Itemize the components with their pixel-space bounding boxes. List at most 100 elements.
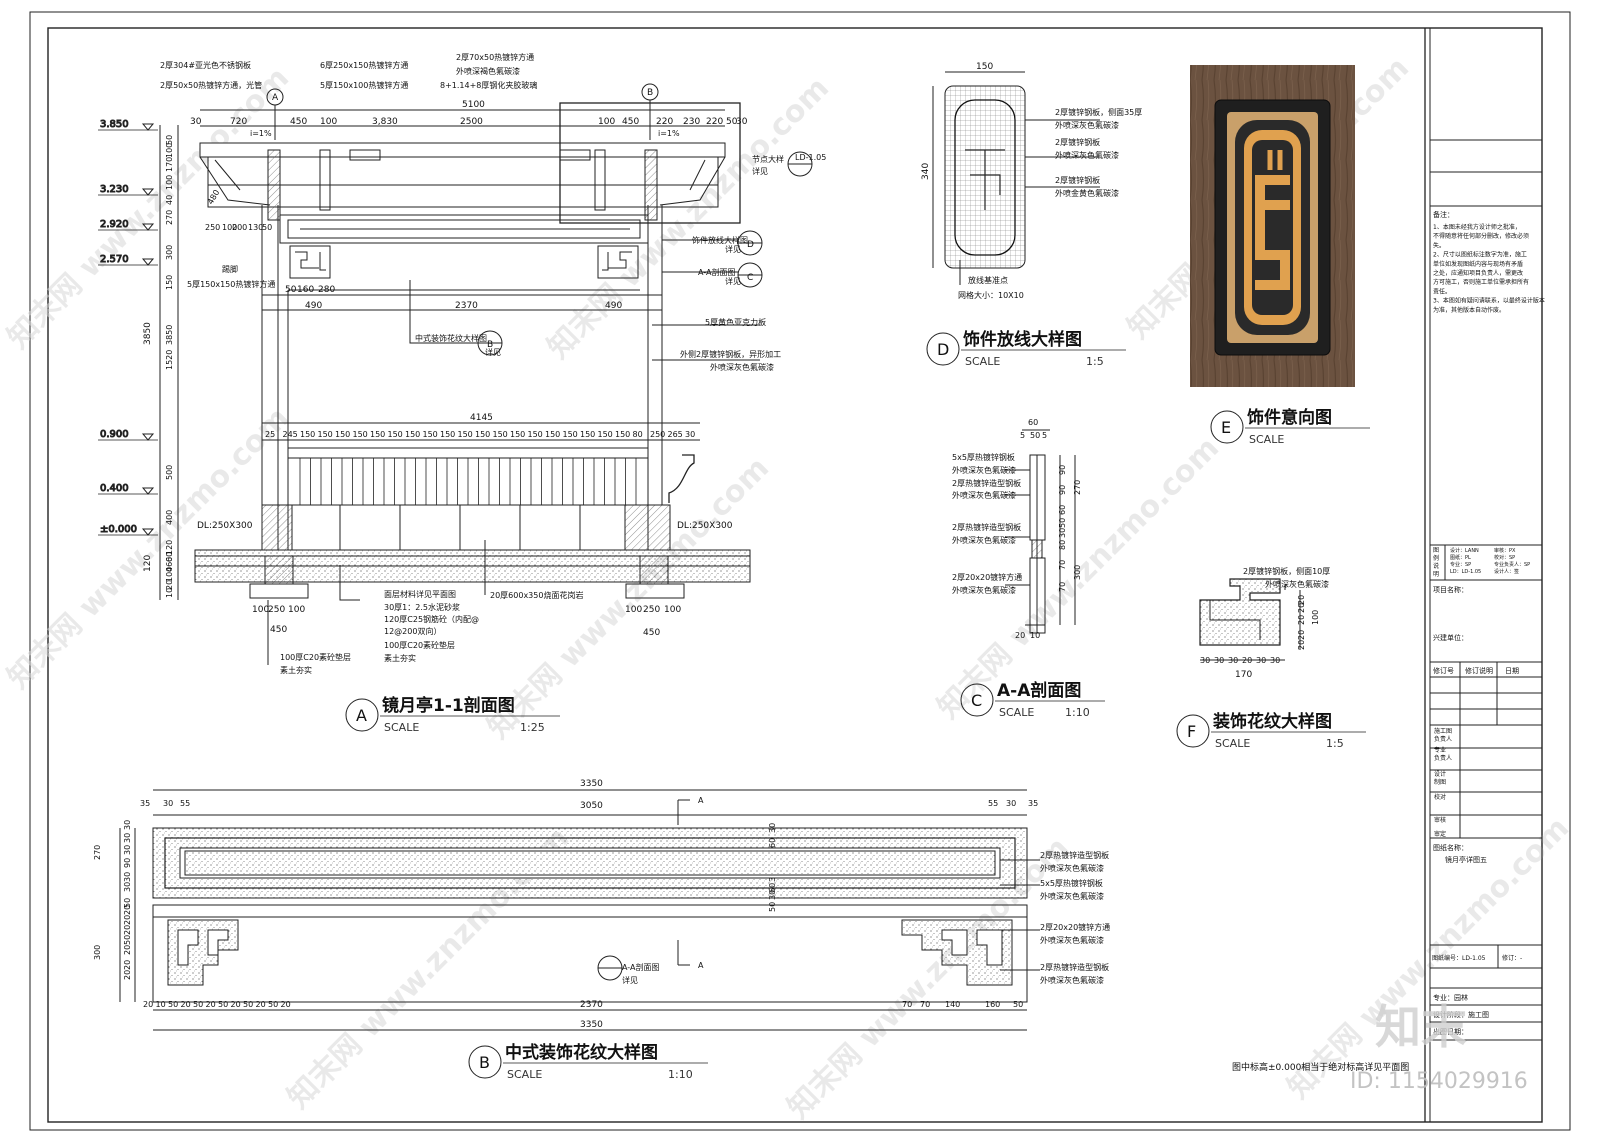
dim-text: 55 xyxy=(988,799,998,808)
legend-char: 例 xyxy=(1433,554,1439,562)
dim-text: 60 xyxy=(1028,418,1038,427)
dim-text: 3,830 xyxy=(372,117,398,127)
scale-word: SCALE xyxy=(965,355,1000,368)
rev-header: 修订号 xyxy=(1433,666,1454,675)
level-marker xyxy=(141,188,155,196)
note-line: 3、本图如有疑问请联系，以最终设计版本 xyxy=(1433,297,1545,305)
floor-note: 120厚C25钢筋砼（内配@ xyxy=(384,614,479,624)
dim-text: 50 xyxy=(1058,518,1067,528)
floor-note: 12@200双向） xyxy=(384,626,441,636)
dim-text: 20 xyxy=(1297,615,1306,625)
dim-text: 265 xyxy=(668,430,683,439)
dim-text: 100 xyxy=(165,143,174,158)
dim-text: 50 xyxy=(193,1000,203,1009)
dim-text: 200 xyxy=(232,223,247,232)
callout-text: 2厚热镀锌造型钢板 xyxy=(952,478,1021,488)
callout-text: 2厚50x50热镀锌方通，光管 xyxy=(160,80,262,90)
dim-text: 30 xyxy=(1058,528,1067,538)
level-value: 0.900 xyxy=(100,429,129,440)
dim-text: 3850 xyxy=(143,322,153,345)
callout-text: 外侧2厚镀锌钢板，异形加工 xyxy=(680,349,781,359)
level-value: 3.230 xyxy=(100,184,129,195)
callout-text: 2厚镀锌钢板 xyxy=(1055,175,1100,185)
dim-text: 160 xyxy=(985,1000,1000,1009)
callout-text: 外喷深灰色氟碳漆 xyxy=(710,362,774,372)
callout-text: 外喷深灰色氟碳漆 xyxy=(1265,579,1329,589)
dim-text: 50 xyxy=(123,935,132,945)
dim-text: 100 xyxy=(222,223,237,232)
dim-text: 250 xyxy=(643,605,660,615)
legend-item: 设计：LANN xyxy=(1450,547,1479,554)
floor-note: 100厚C20素砼垫层 xyxy=(384,640,455,650)
dim-text: 150 xyxy=(493,430,508,439)
tb-row: 专业：园林 xyxy=(1433,993,1468,1002)
brand-id: ID: 1154029916 xyxy=(1350,1069,1528,1094)
dim-text: 230 xyxy=(683,117,700,127)
legend-item: 审核：PX xyxy=(1494,547,1516,554)
rev-header: 修订说明 xyxy=(1465,666,1493,675)
dim-text: 150 xyxy=(580,430,595,439)
dim-text: 100 xyxy=(320,117,337,127)
level-value: ±0.000 xyxy=(100,524,137,535)
fretwork-right xyxy=(597,245,639,279)
dim-text: 50 xyxy=(262,223,272,232)
dim-text: 30 xyxy=(190,117,202,127)
dim-text: 150 xyxy=(370,430,385,439)
legend-item: 图纸：PL xyxy=(1450,554,1471,561)
dim-text: 50 xyxy=(285,285,297,295)
dim-text: 50 xyxy=(768,902,777,912)
dim-text: 250 xyxy=(268,605,285,615)
level-marker xyxy=(141,487,155,495)
callout-text: 2厚热镀锌造型钢板 xyxy=(952,522,1021,532)
dim-text: 450 xyxy=(622,117,639,127)
level-marker xyxy=(141,223,155,231)
role-label: 专业 xyxy=(1434,746,1446,754)
level-marker xyxy=(141,433,155,441)
callout-text: 2厚热镀锌造型钢板 xyxy=(1040,962,1109,972)
view-bubble xyxy=(1176,714,1210,748)
drawing-name-label: 图纸名称： xyxy=(1433,843,1468,852)
role-label: 负责人 xyxy=(1434,754,1452,762)
dim-text: 20 xyxy=(256,1000,266,1009)
view-bubble xyxy=(468,1045,502,1079)
legend-item: 设计人：签 xyxy=(1494,568,1519,575)
dim-text: 20 xyxy=(123,925,132,935)
callout-text: 外喷深灰色氟碳漆 xyxy=(1040,863,1104,873)
view-letter: D xyxy=(937,340,949,359)
dim-text: 100 xyxy=(625,605,642,615)
level-value: 2.570 xyxy=(100,254,129,265)
dim-text: 20 xyxy=(1297,603,1306,613)
dim-text: 20 xyxy=(1297,595,1306,605)
client-label: 兴建单位： xyxy=(1433,633,1468,642)
dim-text: 40 xyxy=(165,195,174,205)
note-line: 责任。 xyxy=(1433,287,1451,295)
dim-text: 50 xyxy=(243,1000,253,1009)
dim-text: 150 xyxy=(440,430,455,439)
callout-text: 踢脚 xyxy=(222,264,238,274)
version: 修订：- xyxy=(1502,954,1522,962)
watermark-text: 知末网 www.znzmo.com xyxy=(541,71,836,366)
view-letter: B xyxy=(479,1053,490,1072)
dim-text: 50 xyxy=(726,117,738,127)
floor-note: 20厚600x350烧面花岗岩 xyxy=(490,590,583,600)
dim-text: 100 xyxy=(165,175,174,190)
dim-text: 2370 xyxy=(455,301,478,311)
dim-text: 50 xyxy=(1030,431,1040,440)
role-label: 审核 xyxy=(1434,816,1446,824)
dim-text: 30 xyxy=(123,872,132,882)
dim-text: 70 xyxy=(1058,560,1067,570)
dim-text: 20 xyxy=(281,1000,291,1009)
dim-text: 250 xyxy=(205,223,220,232)
note-line: 2、尺寸以图纸标注数字为准，施工 xyxy=(1433,251,1527,259)
callout-text: 网格大小：10X10 xyxy=(958,290,1024,300)
dim-text: 10 xyxy=(165,588,174,598)
callout-text: 饰件放线大样图 xyxy=(692,235,748,245)
bubble-letter: B xyxy=(647,88,653,98)
scale-ratio: 1:25 xyxy=(520,721,545,734)
dim-text: 70 xyxy=(902,1000,912,1009)
dim-text: 20 xyxy=(123,970,132,980)
legend-char: 明 xyxy=(1433,571,1439,578)
title-block-texts: 备注：1、本图未经我方设计师之批准，不得随意将任何部分删改，修改必须失。2、尺寸… xyxy=(1432,210,1545,1036)
dim-text: 10 xyxy=(156,1000,166,1009)
